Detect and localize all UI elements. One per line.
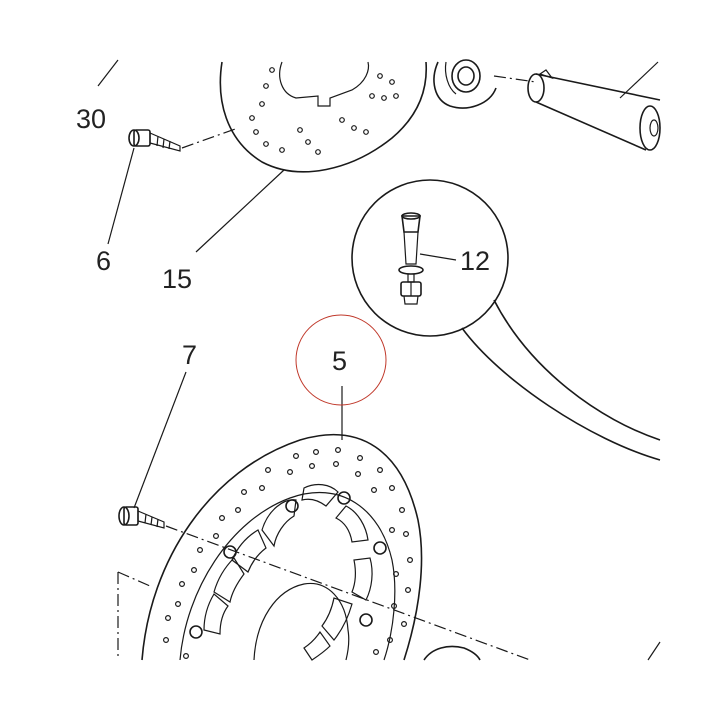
label-30: 30 [76, 104, 106, 134]
label-6: 6 [96, 246, 111, 276]
disc-holes-small [249, 67, 399, 155]
highlight-circle [295, 314, 387, 406]
valve-detail-callout [351, 179, 661, 461]
bolt-7 [118, 506, 165, 529]
hub-fragment [423, 645, 481, 661]
axis-bearing [493, 75, 537, 83]
label-7: 7 [182, 340, 197, 370]
axis-bolt-6 [181, 127, 239, 149]
disc-holes-large [163, 447, 414, 659]
label-12: 12 [460, 246, 490, 276]
spacer-tube [527, 61, 661, 151]
label-5: 5 [332, 346, 347, 376]
bolt-6 [128, 129, 181, 152]
bearing [433, 59, 497, 109]
valve-part [398, 212, 424, 305]
brake-disc-large [141, 433, 423, 661]
brake-disc-small [219, 61, 428, 173]
leader-lines [97, 59, 457, 509]
label-15: 15 [162, 264, 192, 294]
disc-rivets [189, 491, 387, 639]
axis-bolt-7 [165, 525, 531, 661]
